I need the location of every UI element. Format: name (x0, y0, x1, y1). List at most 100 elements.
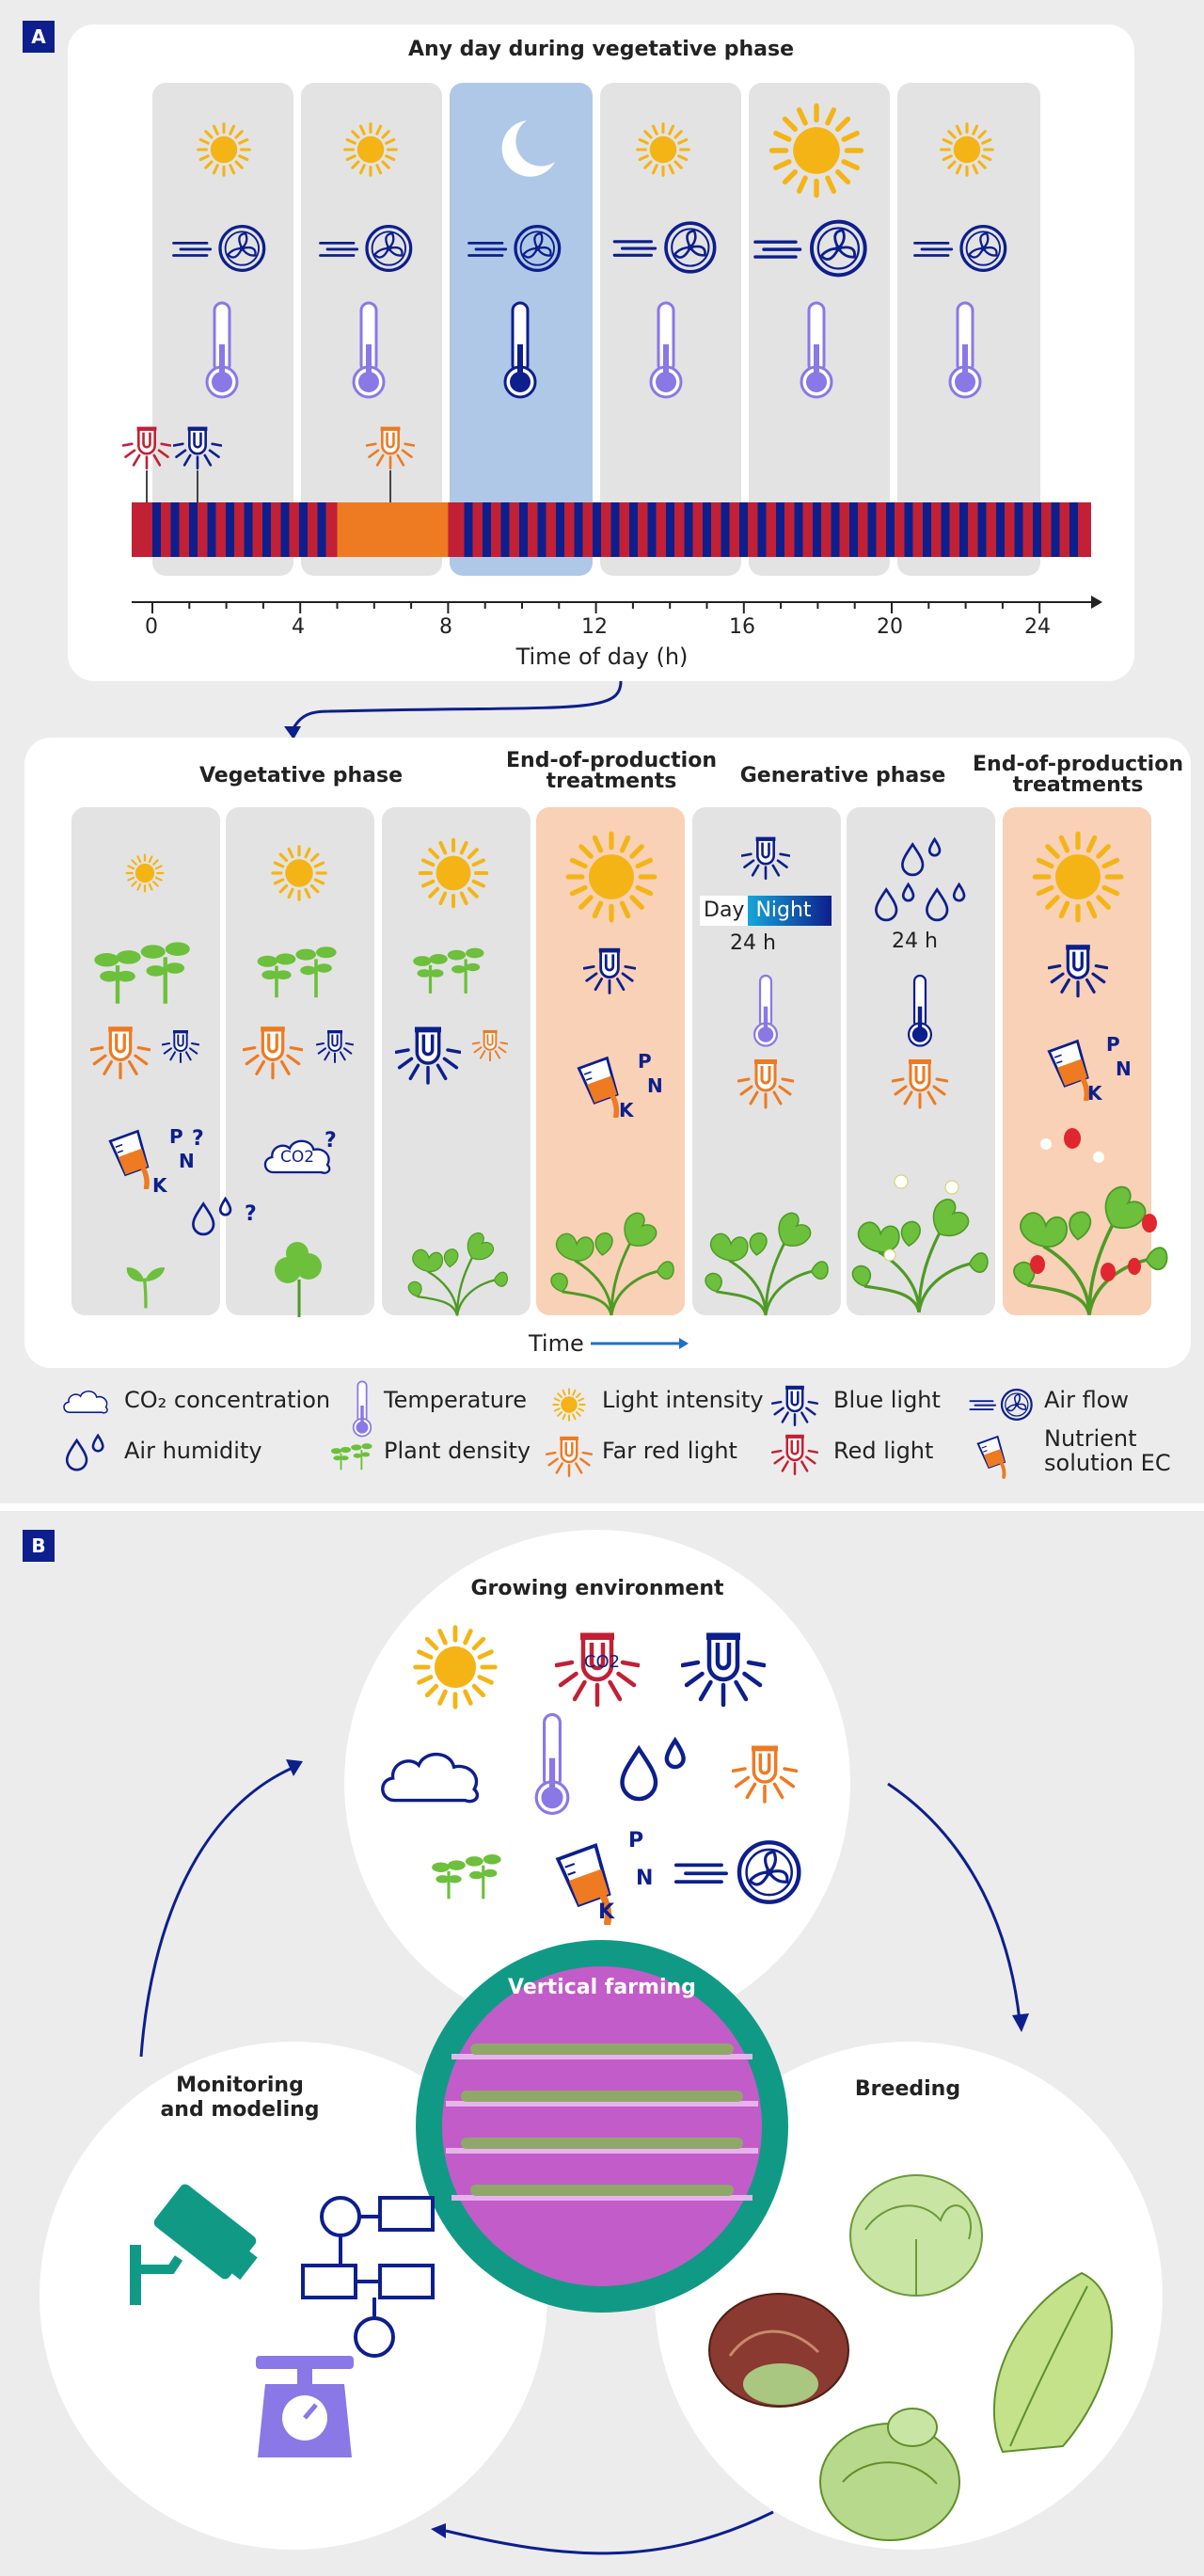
strawberry-plant-icon (704, 1211, 830, 1317)
blue-light-icon (583, 946, 636, 994)
axis-tick: 24 (1024, 615, 1051, 639)
co2-cloud-label: CO2 (583, 1652, 621, 1672)
blue-light-stripe (849, 502, 858, 557)
romaine-lettuce-icon (992, 2271, 1114, 2454)
blue-light-stripe (721, 502, 730, 557)
question-mark: ? (325, 1129, 337, 1153)
axis-tick: 4 (292, 615, 305, 639)
seedling-icon (127, 1267, 165, 1308)
question-mark: ? (245, 1202, 257, 1226)
blue-light-stripe (666, 502, 674, 557)
nutrient-k-letter: K (619, 1099, 634, 1121)
red-lettuce-icon (708, 2293, 849, 2408)
nutrient-n-letter: N (636, 1867, 654, 1890)
flowering-plant-icon (850, 1198, 990, 1314)
scale-icon (256, 2356, 354, 2457)
blue-light-icon (316, 1029, 354, 1064)
far-red-segment (337, 502, 449, 557)
light-timeline-bar (132, 502, 1091, 557)
legend-co2: CO₂ concentration (124, 1387, 331, 1413)
co2-icon (63, 1390, 108, 1414)
blue-light-stripe (299, 502, 308, 557)
co2-cloud-icon (381, 1752, 480, 1804)
blue-light-stripe (593, 502, 601, 557)
blue-light-stripe (886, 502, 895, 557)
blue-light-stripe (831, 502, 840, 557)
plant-density-icon (258, 946, 337, 997)
blue-light-stripe (647, 502, 657, 557)
axis-tick: 12 (581, 615, 608, 639)
temperature-icon (352, 1380, 372, 1438)
nutrient-n-letter: N (1116, 1057, 1132, 1080)
temperature-icon (534, 1712, 570, 1816)
butterhead-lettuce-icon (819, 2408, 960, 2541)
air-humidity-icon (901, 837, 942, 877)
flower-icons (1040, 1138, 1104, 1163)
far-red-light-icon (546, 1436, 593, 1477)
sun-icon (1035, 834, 1121, 920)
nutrient-p-letter: P (169, 1125, 183, 1148)
nutrient-p-letter: P (1106, 1033, 1120, 1056)
arrow-to-breeding (887, 1782, 1022, 2022)
green-lettuce-icon (849, 2174, 983, 2297)
blue-light-stripe (1014, 502, 1023, 557)
air-flow-icon (969, 1389, 1033, 1421)
photoperiod-label: 24 h (730, 931, 776, 955)
connector-arrow (284, 680, 623, 739)
blue-light-stripe (867, 502, 877, 557)
nutrient-k-letter: K (152, 1174, 167, 1197)
blue-light-stripe (556, 502, 564, 557)
strawberry-plant-icon (549, 1211, 675, 1317)
vegetative-phase-title: Vegetative phase (198, 764, 404, 787)
plant-density-icon (94, 942, 190, 1003)
nutrient-n-letter: N (647, 1074, 663, 1097)
daily-cycle-title: Any day during vegetative phase (407, 38, 795, 61)
legend-light-intensity: Light intensity (602, 1387, 764, 1413)
nutrient-icon (978, 1437, 1006, 1477)
air-humidity-icon (192, 1197, 232, 1236)
plant-density-icon (329, 1441, 373, 1471)
blue-light-icon (1048, 943, 1108, 998)
blue-light-stripe (1069, 502, 1078, 557)
young-plant-icon (275, 1242, 322, 1317)
far-red-light-icon (90, 1026, 150, 1080)
blue-light-stripe (739, 502, 748, 557)
blue-light-icon (683, 1633, 765, 1706)
blue-light-stripe (996, 502, 1005, 557)
axis-tick: 0 (145, 615, 158, 639)
legend-plant-density: Plant density (384, 1438, 531, 1464)
blue-light-stripe (794, 502, 803, 557)
blue-light-stripe (189, 502, 198, 557)
blue-light-stripe (941, 502, 950, 557)
time-label: Time (529, 1330, 584, 1357)
camera-icon (130, 2184, 258, 2305)
blue-light-stripe (152, 502, 161, 557)
panel-b-tag: B (23, 1530, 55, 1562)
moon-icon (501, 120, 555, 177)
sun-icon (568, 834, 655, 920)
sun-icon (125, 853, 165, 893)
panel-b-graphic (130, 1505, 1114, 2555)
blue-light-stripe (262, 502, 271, 557)
blue-light-stripe (1033, 502, 1041, 557)
blue-light-stripe (1051, 502, 1060, 557)
blue-light-stripe (500, 502, 510, 557)
blue-light-icon (395, 1026, 461, 1085)
blue-light-stripe (244, 502, 253, 557)
blue-light-stripe (280, 502, 290, 557)
legend-humidity: Air humidity (124, 1438, 262, 1464)
blue-light-icon (741, 835, 790, 881)
farm-shelves (446, 2054, 758, 2201)
far-red-light-icon (472, 1029, 508, 1062)
blue-light-stripe (703, 502, 711, 557)
legend-blue-light: Blue light (833, 1387, 941, 1413)
blue-light-stripe (904, 502, 913, 557)
growing-environment-title: Growing environment (470, 1577, 724, 1600)
arrow-to-environment (139, 1763, 300, 2058)
nutrient-p-letter: P (638, 1050, 652, 1073)
daily-cycle-graphic (122, 0, 1102, 613)
blue-light-stripe (684, 502, 693, 557)
flower-icons (883, 1174, 959, 1262)
